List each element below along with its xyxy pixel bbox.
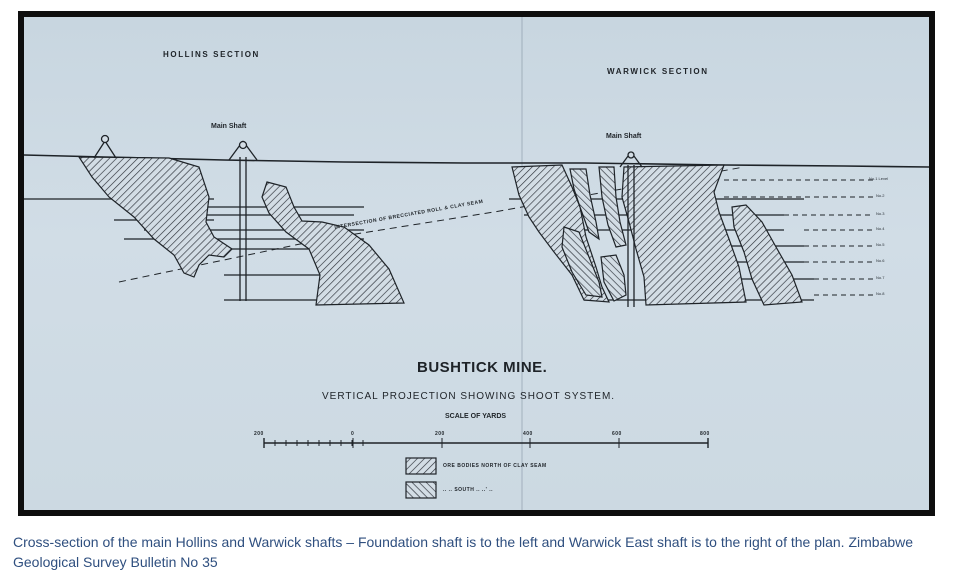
level-label: No.7 [876,275,885,280]
warwick-orebody-far-east [731,204,803,306]
paper-fold [521,17,523,510]
warwick-orebody-south-4 [600,254,627,302]
warwick-orebody-south-1 [569,168,600,241]
level-label: No.6 [876,258,885,263]
level-label: No.2 [876,193,885,198]
main-shaft-left-label: Main Shaft [211,123,247,130]
level-label: No.1 Level [869,176,889,181]
hollins-west-headframe [93,134,117,159]
level-label: No.3 [876,211,885,216]
legend-north-label: ORE BODIES NORTH OF CLAY SEAM [443,463,547,469]
warwick-section-label: WARWICK SECTION [607,67,709,76]
intersection-line [118,166,745,283]
hollins-main-shaft [228,140,258,301]
warwick-main-shaft [619,151,643,307]
level-label: No.4 [876,226,885,231]
warwick-orebody-south-3 [561,226,603,298]
legend-swatch-north [405,457,437,475]
scale-ticks [274,438,620,448]
scale-tick-label: 200 [254,431,264,437]
scale-bar [263,438,709,448]
main-shaft-right-label: Main Shaft [606,133,642,140]
level-label: No.5 [876,242,885,247]
scale-tick-label: 200 [435,431,445,437]
hollins-section-label: HOLLINS SECTION [163,50,260,59]
level-label: No.8 [876,291,885,296]
warwick-orebody-south-2 [598,166,627,248]
scale-tick-label: 400 [523,431,533,437]
diagram-subtitle: VERTICAL PROJECTION SHOWING SHOOT SYSTEM… [322,391,616,402]
legend-swatch-south [405,481,437,499]
diagram-title: BUSHTICK MINE. [417,359,548,376]
warwick-orebody-east [621,164,747,306]
figure-frame: HOLLINS SECTION WARWICK SECTION Main Sha… [18,11,935,516]
scale-tick-label: 600 [612,431,622,437]
legend-south-label: .. .. SOUTH .. ..' .. [443,487,494,493]
hollins-orebody-central [261,181,405,306]
figure-caption: Cross-section of the main Hollins and Wa… [13,534,914,570]
scale-title: SCALE OF YARDS [445,413,507,420]
hollins-orebody-west [77,156,233,278]
plan-paper: HOLLINS SECTION WARWICK SECTION Main Sha… [24,17,929,510]
scale-tick-label: 0 [351,431,355,437]
level-extensions [724,179,874,296]
scale-tick-label: 800 [700,431,710,437]
cross-section-drawing [24,134,929,499]
